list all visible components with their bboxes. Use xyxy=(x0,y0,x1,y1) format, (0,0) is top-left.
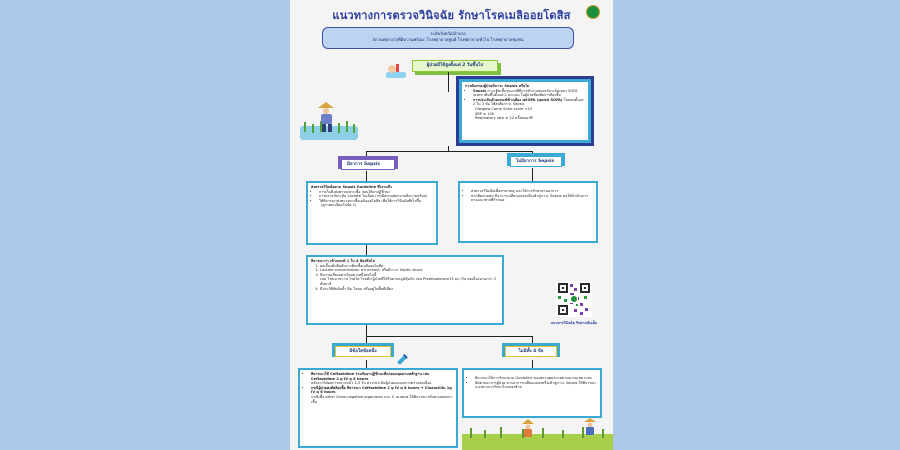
poster-title: แนวทางการตรวจวินิจฉัย รักษาโรคเมลิออยโดส… xyxy=(332,9,571,22)
four-item-confirm: ผลเบื้องต้นยืนยันการติดเชื้อเมลิออยโดสิส xyxy=(320,264,499,269)
guideline-item: ให้พิจารณาส่งตรวจหาเชื้อเมลิออยโดสิส เพื… xyxy=(319,199,433,204)
branch-nosepsis-label: ไม่มีอาการ Sepsis xyxy=(510,156,562,167)
branch-no-label: ไม่มีทั้ง 4 ข้อ xyxy=(505,346,557,357)
branch-sepsis-label: มีอาการ Sepsis xyxy=(341,159,395,170)
patient-illustration-icon xyxy=(385,62,407,80)
four-heading: พิจารณาว่า เข้าเกณฑ์ 1 ใน 4 ข้อหรือไม่ xyxy=(311,259,375,263)
qr-code-icon[interactable] xyxy=(556,281,592,317)
farmer-illustration-icon xyxy=(298,100,360,142)
four-item-lactate: Lactate concentration ≥4 mmol/L หรือมีภา… xyxy=(320,268,499,273)
criteria-sub-rr: Respiratory rate ≥ 22 ครั้งต่อนาที xyxy=(475,116,533,121)
guideline-item: การเก็บสิ่งส่งตรวจเพาะเชื้อ ก่อนให้ยาปฏิ… xyxy=(319,190,433,195)
treatment-item-combined: กรณีผู้ป่วยสงสัยติดเชื้อ พิจารณา Ceftazi… xyxy=(311,386,453,404)
criteria-four-box: พิจารณาว่า เข้าเกณฑ์ 1 ใน 4 ข้อหรือไม่ ผ… xyxy=(306,255,504,325)
nosepsis-item: หากติดตามพบ มีอาการเปลี่ยนแปลงหรือเข้าสู… xyxy=(471,194,593,203)
qr-caption: แนวทางวินิจฉัย รักษาฉบับเต็ม xyxy=(550,321,598,325)
branch-yes-label: มีข้อใดข้อหนึ่ง xyxy=(335,346,391,357)
nosepsis-item: ส่งตรวจวินิจฉัยเพื่อหาสาเหตุ และให้การรั… xyxy=(471,189,593,194)
treatment-item-ceftazidime: พิจารณาให้ Ceftazidime ร่วมกับยาปฏิชีวนะ… xyxy=(311,372,453,386)
criteria-item-qsofa: การประเมินด้วยเกณฑ์ข้างเตียง qSOFA (quic… xyxy=(473,98,585,107)
guideline-item: การตรวจวัดระดับ Lactate ในเลือด (กรณีสถา… xyxy=(319,194,433,199)
treatment-no-box: พิจารณาให้การรักษาตาม Guideline ของสถานพ… xyxy=(462,368,602,418)
guideline-heading: ส่งตรวจวินิจฉัยตาม Sepsis Guideline ซึ่ง… xyxy=(311,185,392,189)
criteria-sub-gcs: Glasgow Coma Scale score <15 xyxy=(475,106,533,111)
nosepsis-box: ส่งตรวจวินิจฉัยเพื่อหาสาเหตุ และให้การรั… xyxy=(458,181,598,243)
syringe-icon xyxy=(395,352,409,366)
ministry-logo-icon xyxy=(586,5,600,19)
banner-line2: สถานพยาบาลที่มีความพร้อม: โรงพยาบาลศูนย์… xyxy=(372,37,524,42)
rice-field-illustration-icon xyxy=(462,418,613,450)
level-banner: ระดับจังหวัด/อำเภอ สถานพยาบาลที่มีความพร… xyxy=(322,27,574,49)
start-fever-label: ผู้ป่วยมีไข้สูงตั้งแต่ 2 วันขึ้นไป xyxy=(412,60,498,72)
criteria-heading: การคัดกรองผู้ป่วยมีภาวะ Sepsis หรือไม่ xyxy=(465,84,530,88)
treatment-no-item: ติดตามอาการผู้ป่วย หากอาการเปลี่ยนแปลงหร… xyxy=(475,381,597,390)
criteria-item-sepsis: Sepsis ภาวะติดเชื้อรุนแรงที่มีการทำงานขอ… xyxy=(473,89,585,98)
banner-line1: ระดับจังหวัด/อำเภอ xyxy=(430,31,466,36)
guideline-note: (ดูรายละเอียดในข้อ 1) xyxy=(321,203,357,208)
four-item-exposure: มีประวัติสัมผัสน้ำ ดิน โคลน หรืออยู่ในพื… xyxy=(320,287,499,292)
criteria-sub-sbp: SBP ≤ 100 xyxy=(475,111,495,116)
sepsis-guideline-box: ส่งตรวจวินิจฉัยตาม Sepsis Guideline ซึ่ง… xyxy=(306,181,438,245)
four-item-risk: มีความเสี่ยงอย่างใดอย่างหนึ่งต่อไปนี้เช่… xyxy=(320,273,499,287)
treatment-no-item: พิจารณาให้การรักษาตาม Guideline ของสถานพ… xyxy=(475,376,597,381)
sepsis-screening-box: การคัดกรองผู้ป่วยมีภาวะ Sepsis หรือไม่ S… xyxy=(462,82,588,140)
treatment-yes-box: พิจารณาให้ Ceftazidime ร่วมกับยาปฏิชีวนะ… xyxy=(298,368,458,448)
infographic-poster: แนวทางการตรวจวินิจฉัย รักษาโรคเมลิออยโดส… xyxy=(290,0,613,450)
